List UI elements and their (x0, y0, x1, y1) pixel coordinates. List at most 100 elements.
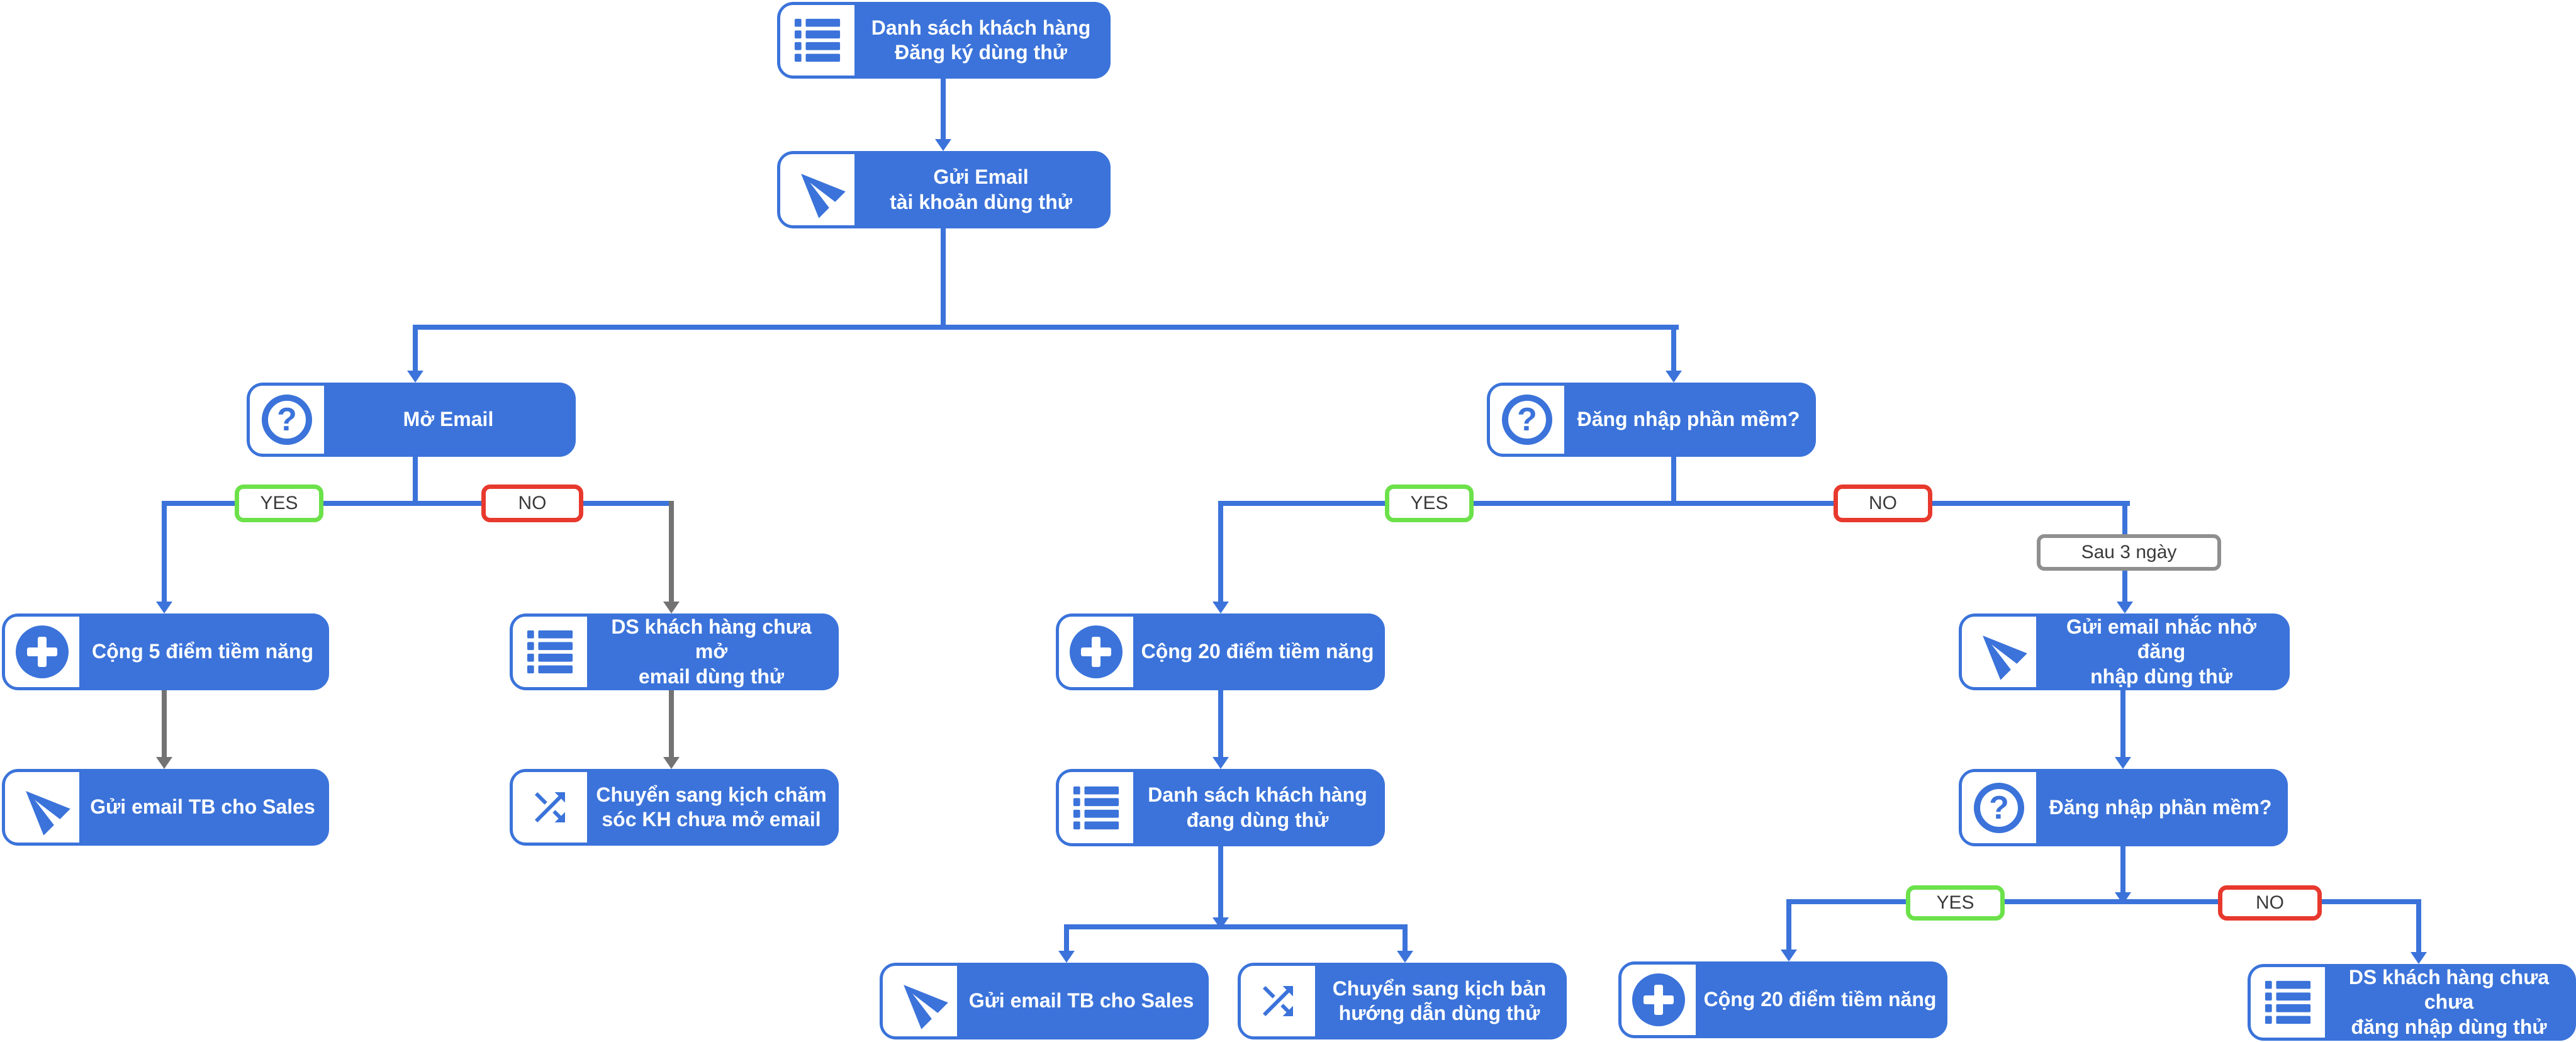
node-notify-sales-1: Gửi email TB cho Sales (2, 769, 329, 846)
arrowhead-down (2411, 952, 2427, 964)
connector (162, 501, 674, 506)
arrowhead-down (1058, 951, 1075, 963)
node-open-email: ? Mở Email (247, 383, 576, 457)
list-icon (1059, 772, 1133, 843)
list-icon (780, 5, 854, 76)
paper-plane-icon (883, 966, 957, 1036)
node-label: Cộng 20 điểm tiềm năng (1703, 988, 1937, 1011)
connector-no-left (669, 501, 674, 602)
node-login-software-1: ? Đăng nhập phần mềm? (1487, 383, 1816, 457)
connector (669, 690, 674, 758)
edge-label-no-bottom: NO (2218, 885, 2322, 921)
connector (1671, 457, 1676, 506)
node-label: Gửi Email tài khoản dùng thử (890, 165, 1072, 213)
arrowhead-down (407, 371, 423, 383)
node-list-not-opened: DS khách hàng chưa mở email dùng thử (510, 613, 839, 690)
node-label: Danh sách khách hàng đang dùng thử (1148, 783, 1367, 831)
shuffle-icon (1241, 966, 1315, 1036)
connector (2120, 846, 2125, 893)
connector (1064, 924, 1069, 951)
arrowhead-down (663, 757, 680, 769)
connector (941, 79, 946, 140)
connector (162, 690, 167, 758)
edge-label-yes-bottom: YES (1906, 885, 2005, 921)
edge-label-text: NO (518, 493, 547, 513)
connector (413, 325, 418, 371)
arrowhead-down (156, 602, 172, 613)
node-label: Chuyển sang kịch chăm sóc KH chưa mở ema… (596, 783, 827, 831)
connector (1786, 899, 2421, 904)
paper-plane-icon (780, 154, 854, 225)
node-label: Mở Email (403, 408, 494, 431)
arrowhead-down (1666, 371, 1682, 383)
arrowhead-down (1212, 757, 1229, 769)
node-label: Danh sách khách hàng Đăng ký dùng thử (871, 16, 1091, 64)
node-label: Cộng 5 điểm tiềm năng (91, 640, 314, 663)
node-add-20-points-1: Cộng 20 điểm tiềm năng (1056, 613, 1385, 690)
node-label: Gửi email TB cho Sales (968, 989, 1194, 1012)
arrowhead-down (935, 139, 951, 151)
node-label: Đăng nhập phần mềm? (1577, 408, 1800, 431)
connector (1403, 924, 1408, 951)
connector (2120, 690, 2125, 758)
edge-label-text: YES (1410, 493, 1448, 513)
node-label: Cộng 20 điểm tiềm năng (1141, 640, 1374, 663)
node-switch-care: Chuyển sang kịch chăm sóc KH chưa mở ema… (510, 769, 839, 846)
connector (1218, 846, 1223, 918)
connector-yes-bottom (1786, 899, 1791, 950)
shuffle-icon (513, 772, 587, 843)
node-label: DS khách hàng chưa mở email dùng thử (611, 615, 812, 688)
node-label: Đăng nhập phần mềm? (2049, 795, 2272, 819)
arrowhead-down (2115, 757, 2131, 769)
connector (1064, 924, 1408, 929)
node-label: Chuyển sang kịch bản hướng dẫn dùng thử (1332, 977, 1547, 1024)
edge-label-text: Sau 3 ngày (2081, 542, 2177, 563)
connector (413, 325, 1679, 330)
edge-label-yes-left: YES (235, 485, 323, 522)
node-notify-sales-2: Gửi email TB cho Sales (880, 963, 1209, 1039)
node-label: DS khách hàng chưa chưa đăng nhập dùng t… (2348, 966, 2550, 1038)
edge-label-yes-right: YES (1385, 485, 1474, 522)
arrowhead-down (1212, 602, 1229, 613)
connector (1671, 325, 1676, 371)
paper-plane-icon (1962, 617, 2036, 687)
connector (1218, 501, 2130, 506)
arrowhead-down (156, 757, 172, 769)
edge-label-delay: Sau 3 ngày (2037, 534, 2221, 571)
list-icon (2251, 967, 2325, 1038)
question-icon: ? (250, 386, 324, 454)
edge-label-text: YES (1936, 892, 1974, 913)
node-list-signup: Danh sách khách hàng Đăng ký dùng thử (777, 2, 1111, 79)
paper-plane-icon (5, 772, 79, 843)
arrowhead-down (2115, 892, 2131, 904)
edge-label-text: NO (1869, 493, 1897, 513)
node-login-software-2: ? Đăng nhập phần mềm? (1959, 769, 2288, 846)
node-list-trialing: Danh sách khách hàng đang dùng thử (1056, 769, 1385, 846)
connector-yes-right (1218, 501, 1223, 602)
connector (941, 228, 946, 330)
connector-yes-left (162, 501, 167, 602)
node-label: Gửi email nhắc nhở đăng nhập dùng thử (2066, 615, 2256, 688)
connector (413, 457, 418, 506)
connector (1218, 690, 1223, 758)
question-icon: ? (1962, 772, 2036, 843)
node-list-not-login: DS khách hàng chưa chưa đăng nhập dùng t… (2248, 964, 2576, 1041)
edge-label-no-left: NO (481, 485, 583, 522)
arrowhead-down (2117, 602, 2133, 613)
arrowhead-down (663, 602, 680, 613)
plus-icon (1621, 965, 1696, 1035)
arrowhead-down (1397, 951, 1413, 963)
edge-label-no-right: NO (1834, 485, 1932, 522)
plus-icon (5, 617, 79, 687)
plus-icon (1059, 617, 1133, 687)
edge-label-text: YES (260, 493, 298, 513)
node-add-20-points-2: Cộng 20 điểm tiềm năng (1618, 961, 1947, 1038)
node-label: Gửi email TB cho Sales (90, 795, 315, 819)
connector-no-right (2122, 501, 2127, 537)
node-send-reminder: Gửi email nhắc nhở đăng nhập dùng thử (1959, 613, 2290, 690)
node-switch-guide: Chuyển sang kịch bản hướng dẫn dùng thử (1238, 963, 1567, 1039)
arrowhead-down (1781, 950, 1797, 961)
connector (2122, 568, 2127, 602)
node-add-5-points: Cộng 5 điểm tiềm năng (2, 613, 329, 690)
